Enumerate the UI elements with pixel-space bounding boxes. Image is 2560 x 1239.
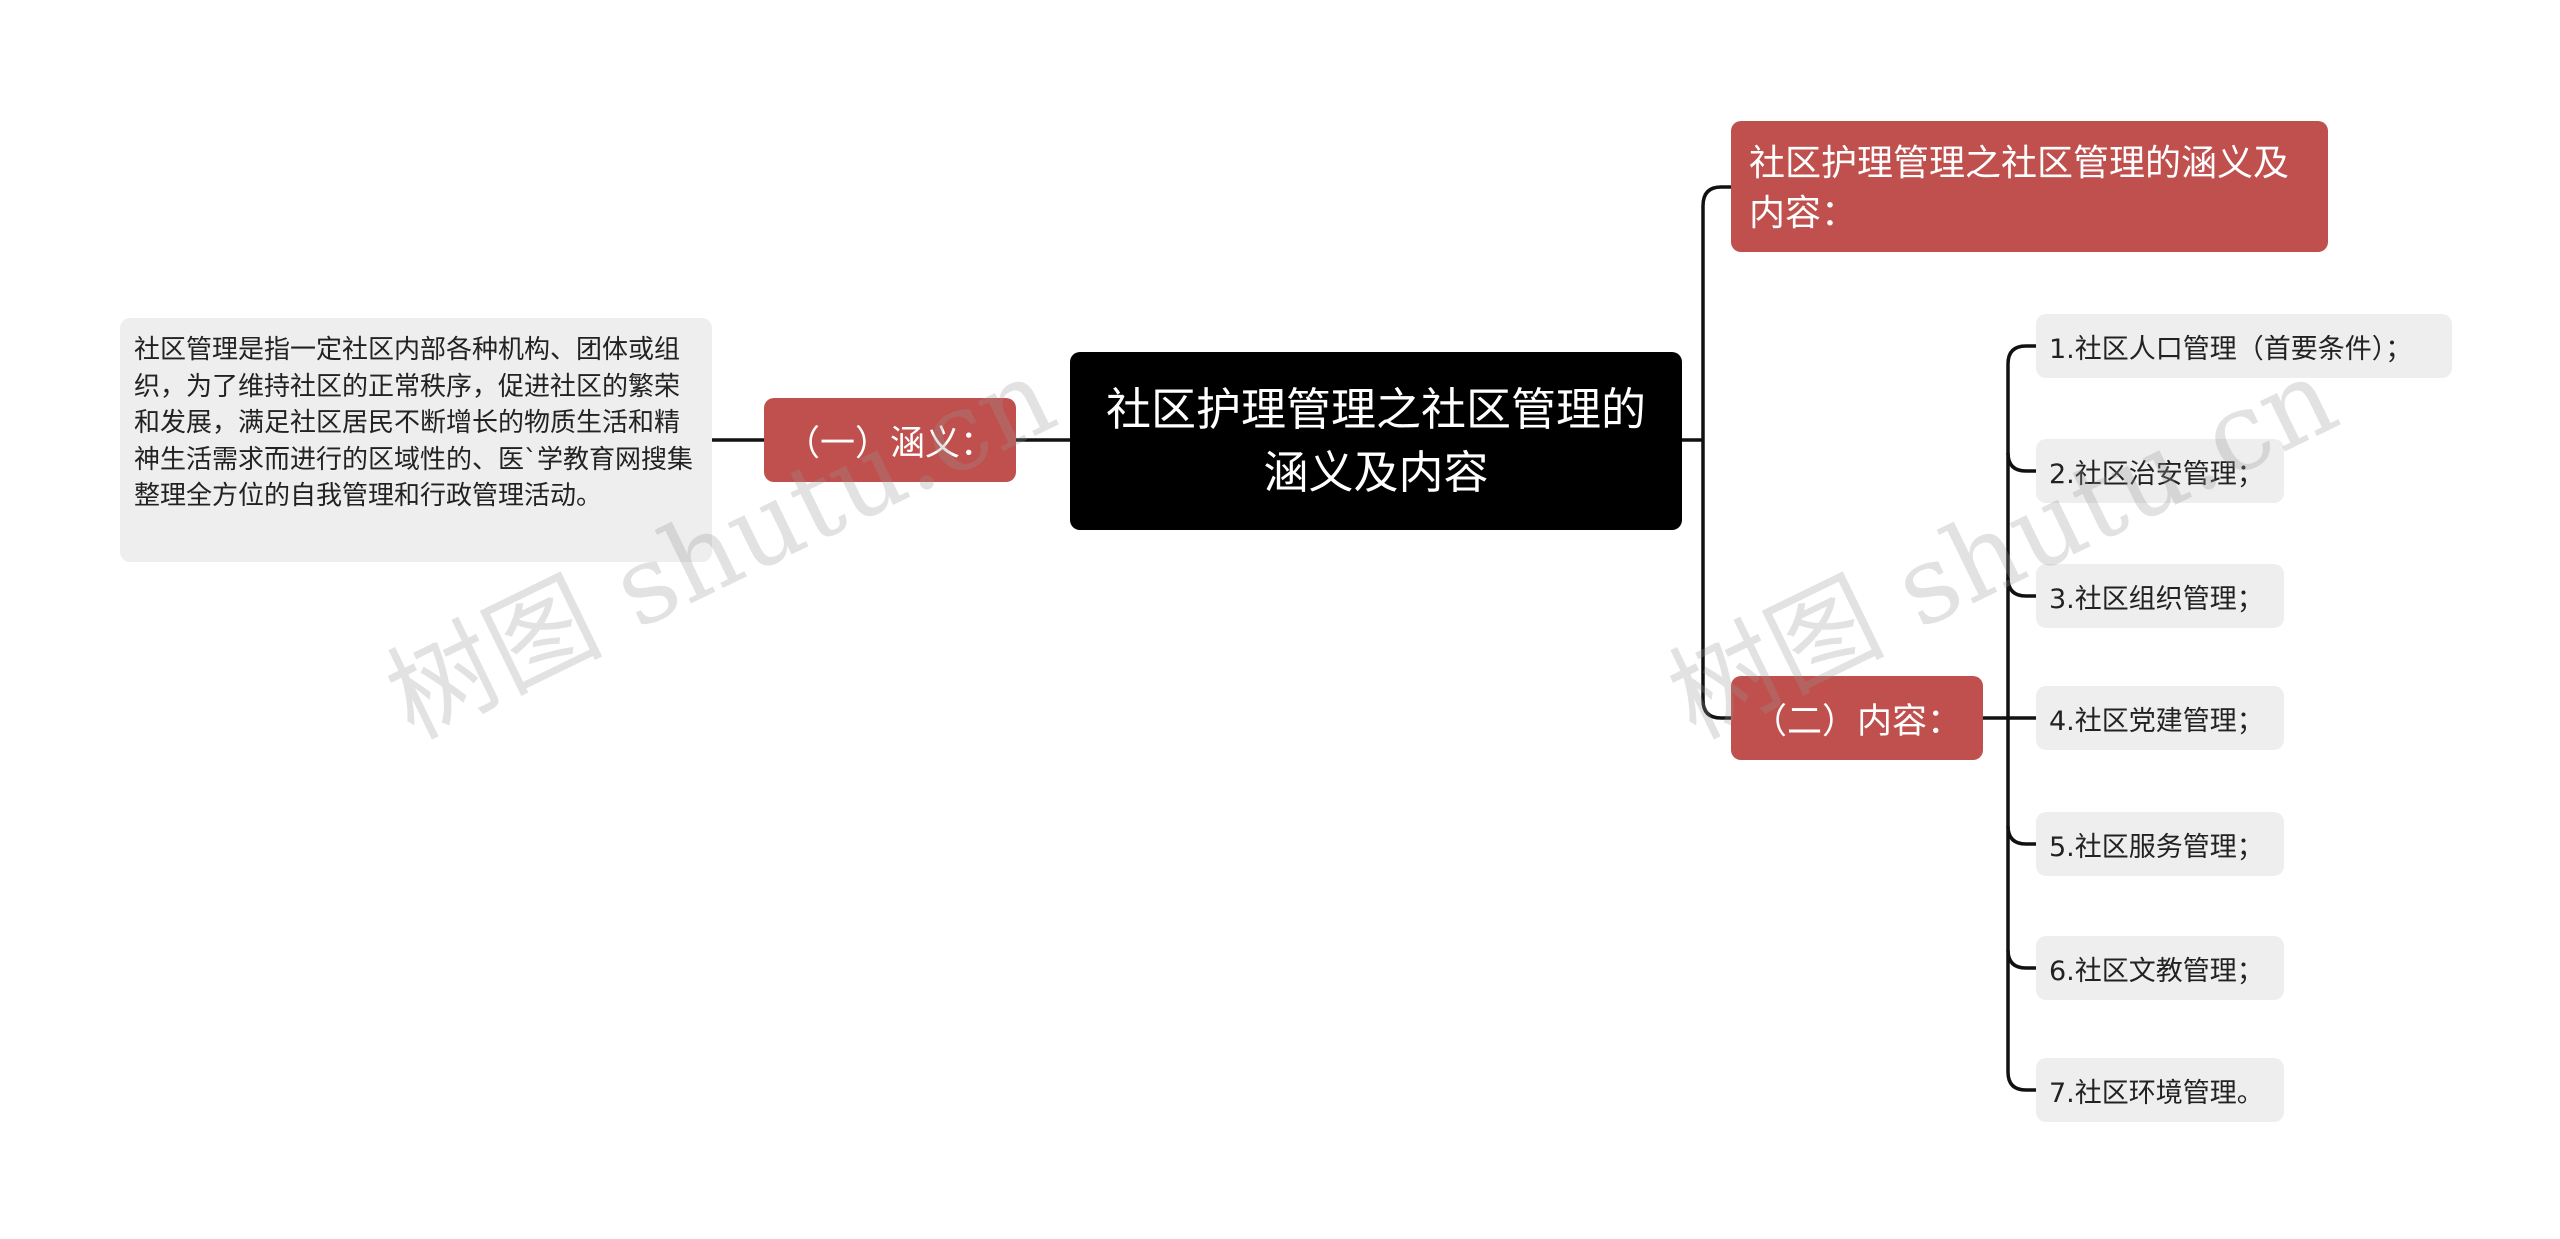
content-item-3[interactable]: 3.社区组织管理； <box>2036 564 2284 628</box>
connector-leaf-1 <box>2006 344 2036 365</box>
content-item-7-label: 7.社区环境管理。 <box>2049 1077 2264 1109</box>
content-item-5-label: 5.社区服务管理； <box>2049 831 2264 863</box>
connector-leaf-6 <box>2006 949 2036 970</box>
branch-meaning-label: （一）涵义： <box>784 423 995 464</box>
content-item-6[interactable]: 6.社区文教管理； <box>2036 936 2284 1000</box>
connector-leaf-5 <box>2006 825 2036 846</box>
branch-meaning[interactable]: （一）涵义： <box>764 398 1016 482</box>
content-item-5[interactable]: 5.社区服务管理； <box>2036 812 2284 876</box>
center-topic[interactable]: 社区护理管理之社区管理的涵义及内容 <box>1070 352 1682 530</box>
content-item-4[interactable]: 4.社区党建管理； <box>2036 686 2284 750</box>
branch-content[interactable]: （二）内容： <box>1731 676 1983 760</box>
content-item-7[interactable]: 7.社区环境管理。 <box>2036 1058 2284 1122</box>
content-item-2-label: 2.社区治安管理； <box>2049 458 2264 490</box>
content-item-2[interactable]: 2.社区治安管理； <box>2036 439 2284 503</box>
content-item-6-label: 6.社区文教管理； <box>2049 955 2264 987</box>
content-item-3-label: 3.社区组织管理； <box>2049 583 2264 615</box>
center-topic-label: 社区护理管理之社区管理的涵义及内容 <box>1105 383 1646 499</box>
branch-content-label: （二）内容： <box>1751 701 1962 742</box>
connector-leaf-7 <box>2006 1071 2036 1092</box>
connector-leaf-3 <box>2006 577 2036 598</box>
connector-leaf-2 <box>2006 452 2036 473</box>
right-title-node[interactable]: 社区护理管理之社区管理的涵义及内容： <box>1731 121 2328 252</box>
meaning-description[interactable]: 社区管理是指一定社区内部各种机构、团体或组织，为了维持社区的正常秩序，促进社区的… <box>120 318 712 562</box>
meaning-description-text: 社区管理是指一定社区内部各种机构、团体或组织，为了维持社区的正常秩序，促进社区的… <box>134 335 694 511</box>
connector-right-title <box>1701 185 1731 207</box>
content-item-4-label: 4.社区党建管理； <box>2049 705 2264 737</box>
content-item-1-label: 1.社区人口管理（首要条件）； <box>2049 333 2413 365</box>
content-item-1[interactable]: 1.社区人口管理（首要条件）； <box>2036 314 2452 378</box>
connector-right-trunk <box>1701 206 1731 720</box>
right-title-label: 社区护理管理之社区管理的涵义及内容： <box>1749 143 2290 234</box>
